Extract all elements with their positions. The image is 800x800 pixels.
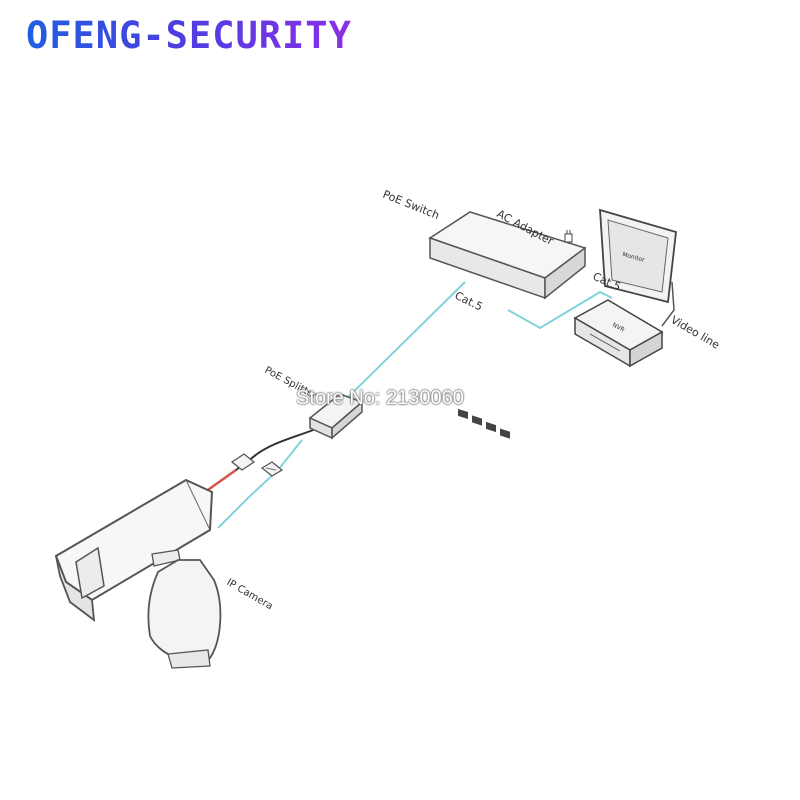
poe-switch — [428, 211, 587, 439]
switch-port-4 — [500, 428, 510, 439]
ip-camera — [54, 478, 222, 669]
switch-port-1 — [458, 408, 468, 420]
cat5-cable-switch-to-nvr — [507, 290, 613, 330]
monitor — [599, 208, 677, 304]
switch-port-3 — [486, 421, 496, 433]
switch-port-2 — [472, 415, 482, 426]
power-cable-splitter-to-camera — [204, 427, 319, 493]
power-cable-red-section — [204, 468, 237, 494]
label-video-line: Video line — [669, 313, 723, 351]
nvr-recorder — [573, 299, 664, 368]
cat5-cable-splitter-to-camera — [217, 439, 303, 529]
cat5-cable-switch-to-splitter — [329, 281, 466, 416]
dc-power-connector — [230, 453, 256, 471]
label-poe-switch: PoE Switch — [381, 188, 441, 222]
brand-logo: OFENG-SECURITY — [26, 14, 352, 57]
rj45-connector — [260, 461, 284, 477]
label-cat5-switch: Cat.5 — [453, 289, 485, 313]
store-watermark: Store No: 2130060 — [296, 387, 464, 409]
label-ip-camera: IP Camera — [225, 577, 275, 612]
poe-splitter — [308, 393, 364, 440]
ac-adapter-plug — [564, 230, 573, 243]
video-line-cable — [661, 281, 675, 327]
